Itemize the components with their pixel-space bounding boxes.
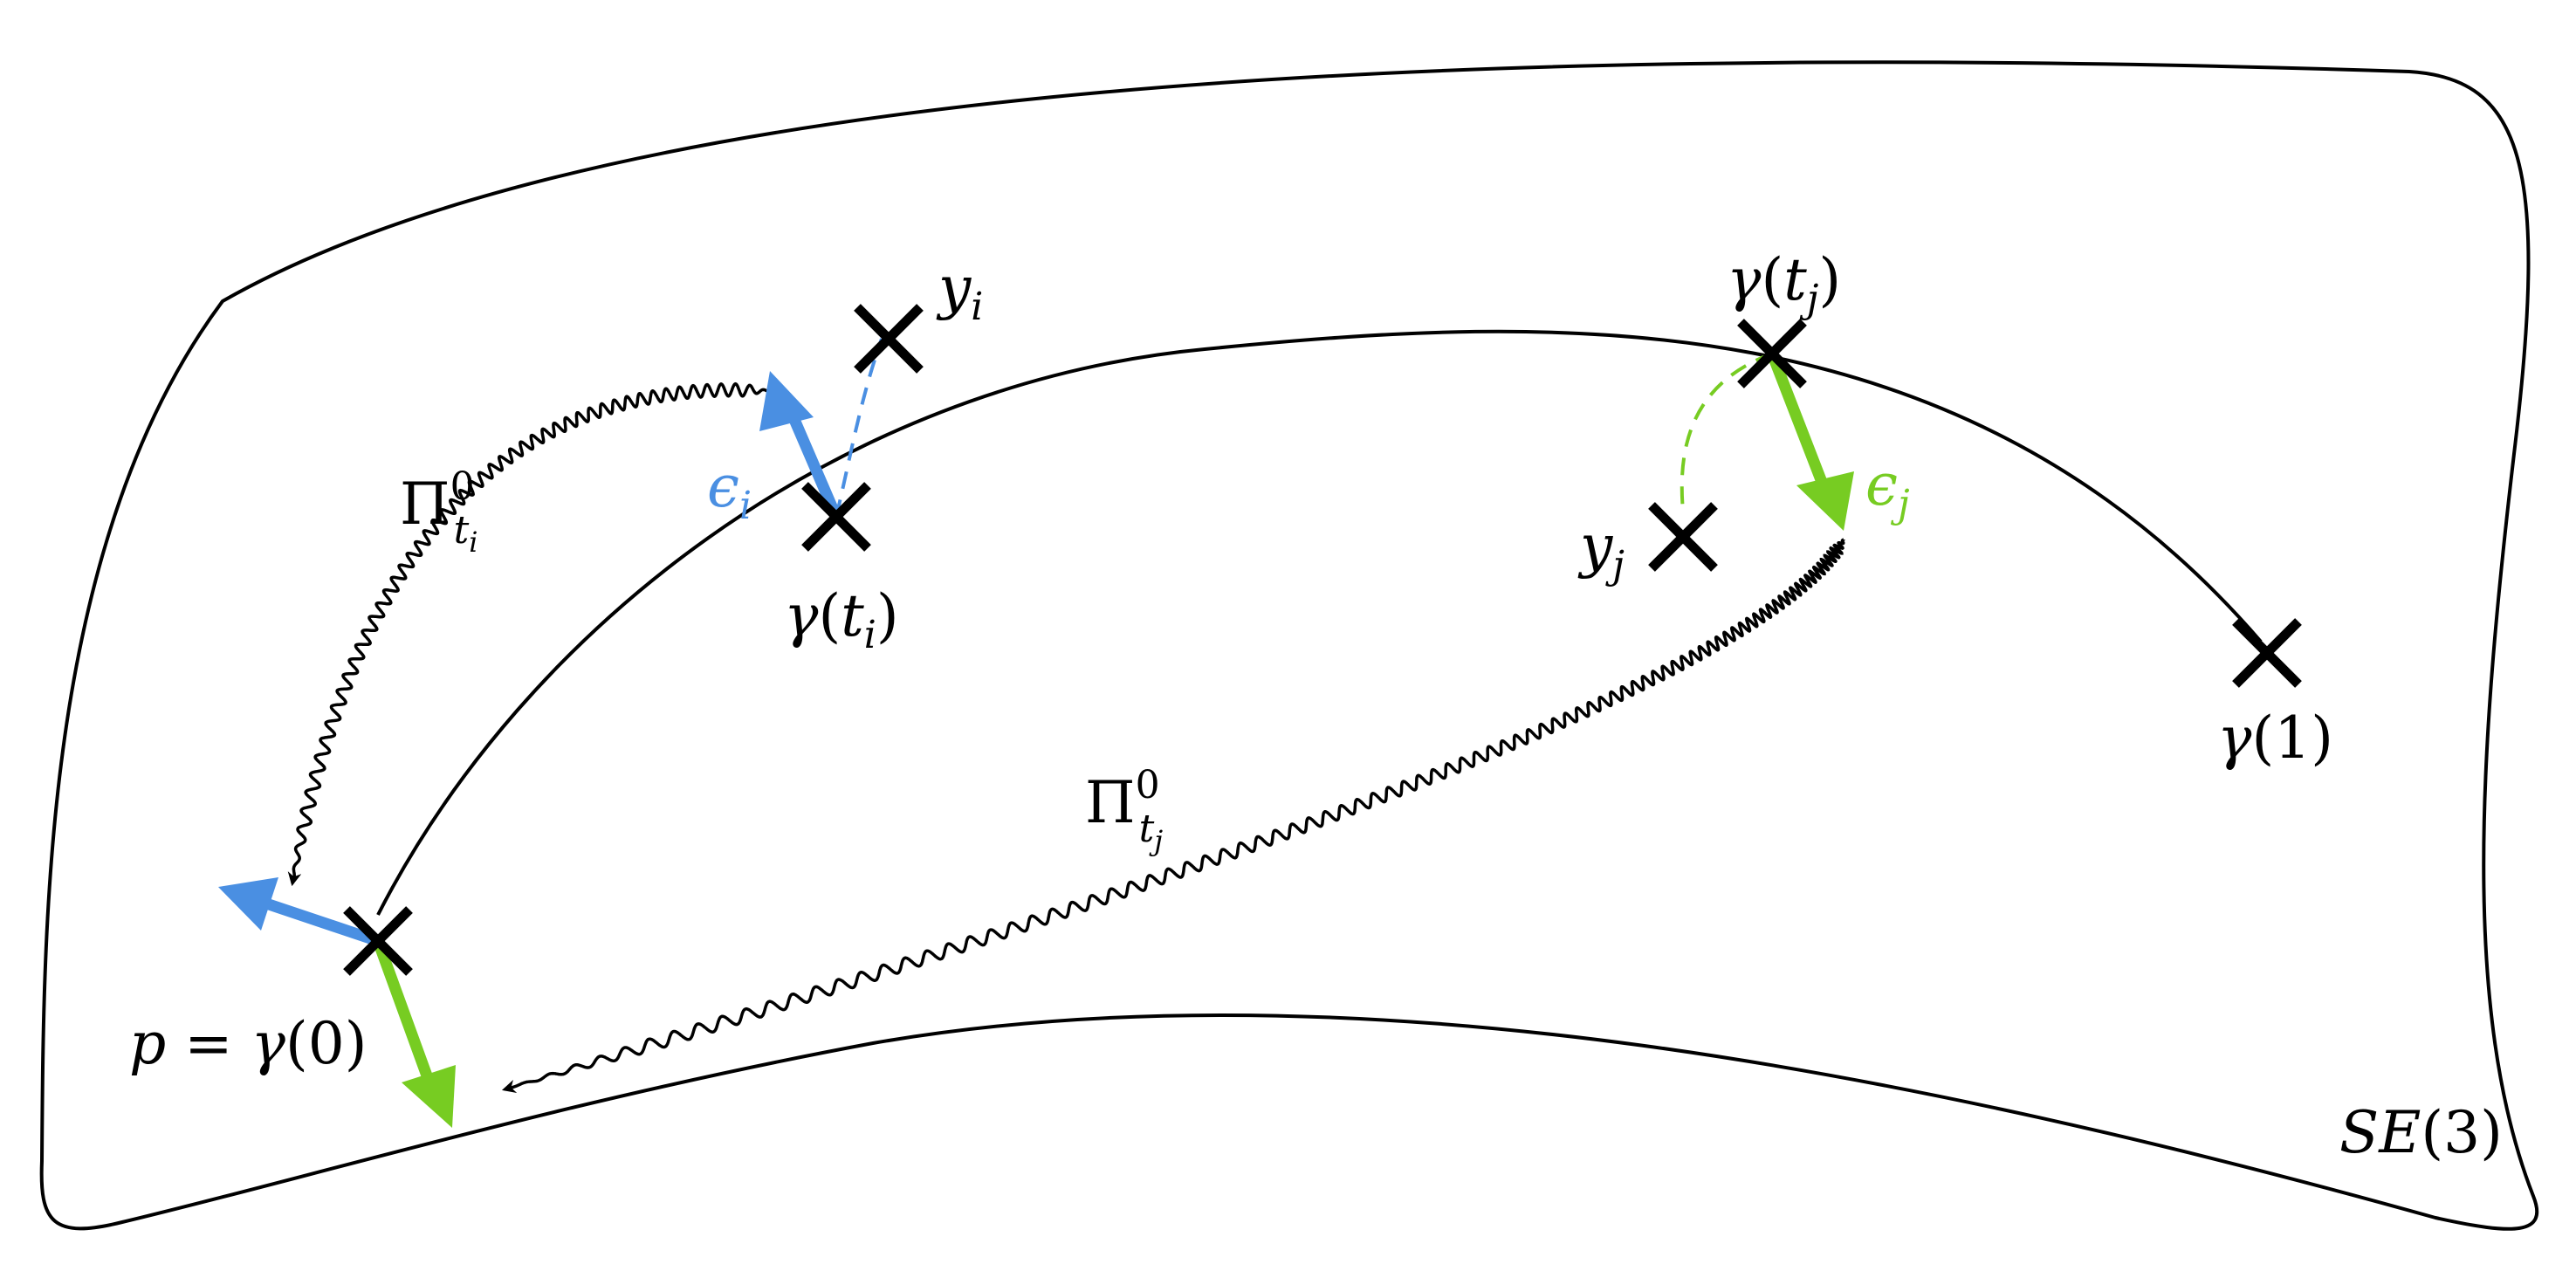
- label-eps-j: ϵj: [1865, 451, 1910, 526]
- label-eps-i: ϵi: [707, 453, 752, 528]
- point-gamma-1-marker: [2232, 618, 2302, 688]
- point-gamma-ti-marker: [801, 482, 871, 552]
- point-yi-marker: [854, 304, 924, 374]
- label-se3: SE(3): [2339, 1099, 2503, 1166]
- label-gamma-1: γ(1): [2217, 704, 2333, 772]
- parallel-transport-arrow-i: [287, 381, 769, 887]
- label-yj: yj: [1577, 512, 1625, 587]
- point-yj-marker: [1648, 502, 1718, 572]
- point-gamma-tj-marker: [1737, 319, 1807, 388]
- label-p-origin: p = γ(0): [129, 1010, 367, 1077]
- manifold-boundary: [39, 60, 2539, 1231]
- error-vector-i: [759, 371, 842, 523]
- label-yi: yi: [936, 254, 983, 329]
- residual-dash-i: [835, 338, 883, 518]
- geodesic-curve: [376, 329, 2263, 916]
- transported-vector-j: [372, 935, 456, 1128]
- residual-dash-j: [1680, 352, 1773, 512]
- label-gamma-tj: γ(tj): [1727, 246, 1841, 321]
- label-gamma-ti: γ(ti): [784, 582, 899, 657]
- error-vector-j: [1766, 347, 1854, 531]
- parallel-transport-arrow-j: [501, 538, 1845, 1094]
- point-gamma-0-marker: [343, 906, 413, 976]
- transported-vector-i: [218, 877, 384, 947]
